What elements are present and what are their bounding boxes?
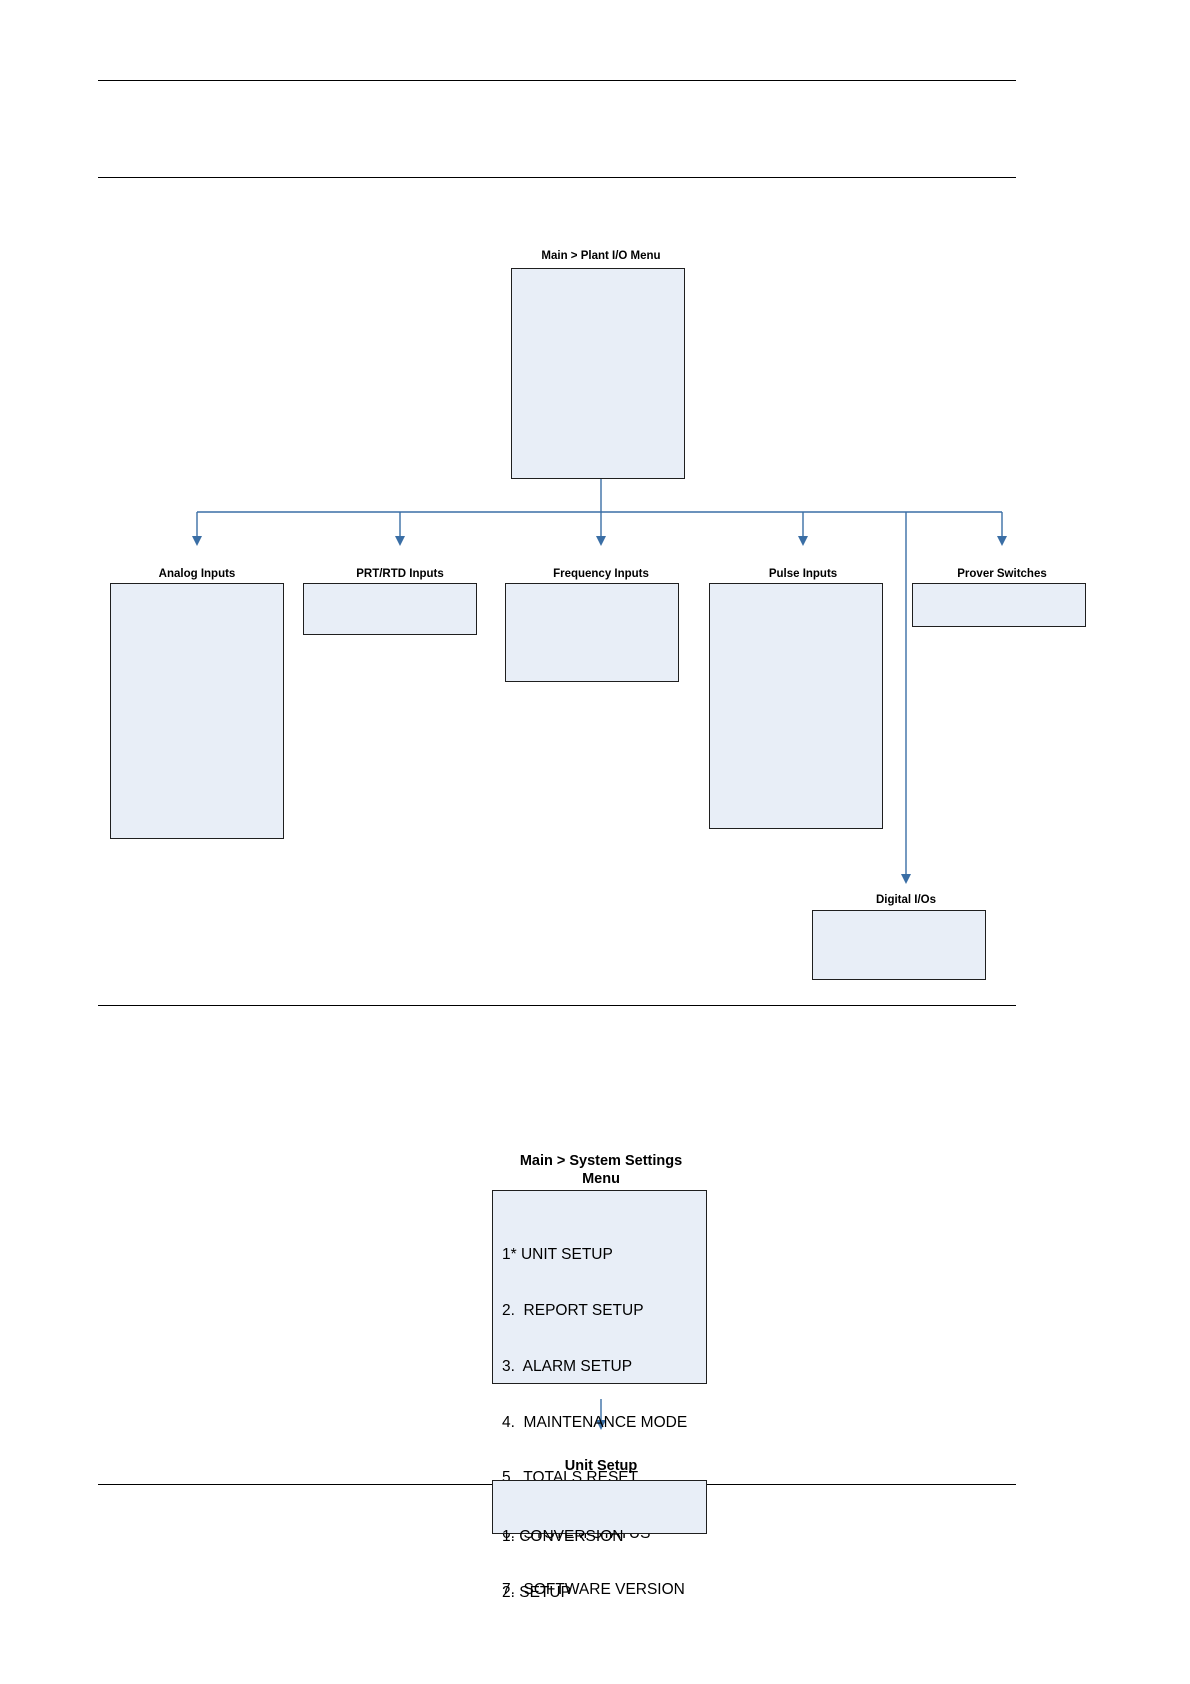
- node-prover-switches[interactable]: [912, 583, 1086, 627]
- node-caption-system-settings-line1: Main > System Settings: [519, 1153, 683, 1169]
- node-frequency-inputs[interactable]: [505, 583, 679, 682]
- node-caption-pulse-inputs: Pulse Inputs: [768, 568, 838, 580]
- menu-item-report-setup[interactable]: 2. REPORT SETUP: [502, 1301, 644, 1319]
- menu-item-setup[interactable]: 2. SETUP: [502, 1583, 571, 1601]
- divider-second: [98, 177, 1016, 178]
- divider-top: [98, 80, 1016, 81]
- menu-item-unit-setup[interactable]: 1* UNIT SETUP: [502, 1246, 613, 1264]
- node-caption-digital-ios: Digital I/Os: [875, 894, 937, 906]
- node-caption-prt-rtd-inputs: PRT/RTD Inputs: [356, 568, 444, 580]
- node-caption-analog-inputs: Analog Inputs: [158, 568, 236, 580]
- node-caption-system-settings-line2: Menu: [582, 1171, 620, 1188]
- node-prt-rtd-inputs[interactable]: [303, 583, 477, 635]
- menu-item-conversion[interactable]: 1. CONVERSION: [502, 1528, 624, 1546]
- node-analog-inputs[interactable]: [110, 583, 284, 839]
- node-digital-ios[interactable]: [812, 910, 986, 980]
- node-caption-plant-io-menu: Main > Plant I/O Menu: [541, 250, 661, 262]
- unit-setup-items: 1. CONVERSION 2. SETUP: [493, 1481, 706, 1640]
- node-caption-frequency-inputs: Frequency Inputs: [553, 568, 649, 580]
- node-caption-prover-switches: Prover Switches: [957, 568, 1047, 580]
- menu-item-alarm-setup[interactable]: 3. ALARM SETUP: [502, 1357, 633, 1375]
- node-plant-io-menu[interactable]: [511, 268, 685, 479]
- node-caption-unit-setup: Unit Setup: [564, 1458, 638, 1474]
- node-system-settings-menu[interactable]: 1* UNIT SETUP 2. REPORT SETUP 3. ALARM S…: [492, 1190, 707, 1598]
- menu-item-maintenance-mode[interactable]: 4. MAINTENANCE MODE: [502, 1413, 688, 1431]
- node-unit-setup[interactable]: 1. CONVERSION 2. SETUP: [492, 1480, 707, 1601]
- divider-middle: [98, 1005, 1016, 1006]
- node-pulse-inputs[interactable]: [709, 583, 883, 829]
- menu-item-software-version[interactable]: 7. SOFTWARE VERSION: [502, 1580, 685, 1598]
